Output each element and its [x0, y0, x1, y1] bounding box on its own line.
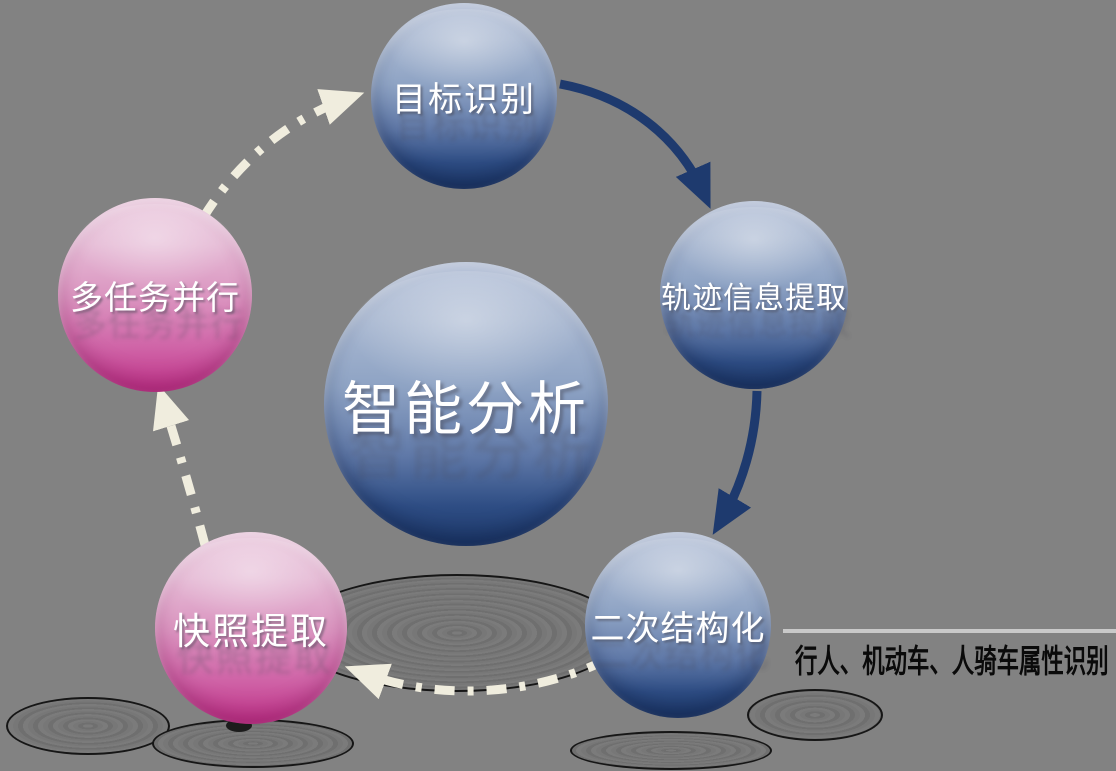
node-snapshot-extraction-label: 快照提取 [173, 612, 329, 653]
node-multitask-parallel-label: 多任务并行 [70, 281, 240, 317]
structuring-ground-shadow-lower [570, 731, 772, 770]
node-trajectory-extraction-label: 轨迹信息提取 [661, 282, 847, 315]
node-snapshot-extraction: 快照提取 [155, 532, 347, 724]
structuring-ground-shadow-upper [747, 689, 883, 741]
node-intelligent-analysis: 智能分析 [324, 262, 608, 546]
caption-divider [783, 629, 1116, 633]
arrow-snapshot-to-multitask-icon [153, 384, 210, 547]
arrow-structuring-to-snapshot-icon [344, 655, 608, 700]
caption-text: 行人、机动车、人骑车属性识别 [795, 643, 1109, 679]
node-secondary-structuring: 二次结构化 [585, 532, 771, 718]
node-multitask-parallel: 多任务并行 [58, 198, 252, 392]
arrow-multitask-to-target-icon [199, 89, 365, 221]
arrow-trajectory-to-structuring-icon [712, 390, 762, 535]
arrow-target-to-trajectory-icon [559, 79, 711, 209]
node-target-recognition: 目标识别 [371, 3, 557, 189]
node-trajectory-extraction: 轨迹信息提取 [660, 201, 848, 389]
node-target-recognition-label: 目标识别 [392, 81, 536, 119]
snapshot-ground-shadow-left [6, 697, 170, 755]
node-secondary-structuring-label: 二次结构化 [590, 610, 766, 648]
node-intelligent-analysis-label: 智能分析 [341, 377, 590, 442]
snapshot-ground-shadow-right [152, 719, 354, 768]
